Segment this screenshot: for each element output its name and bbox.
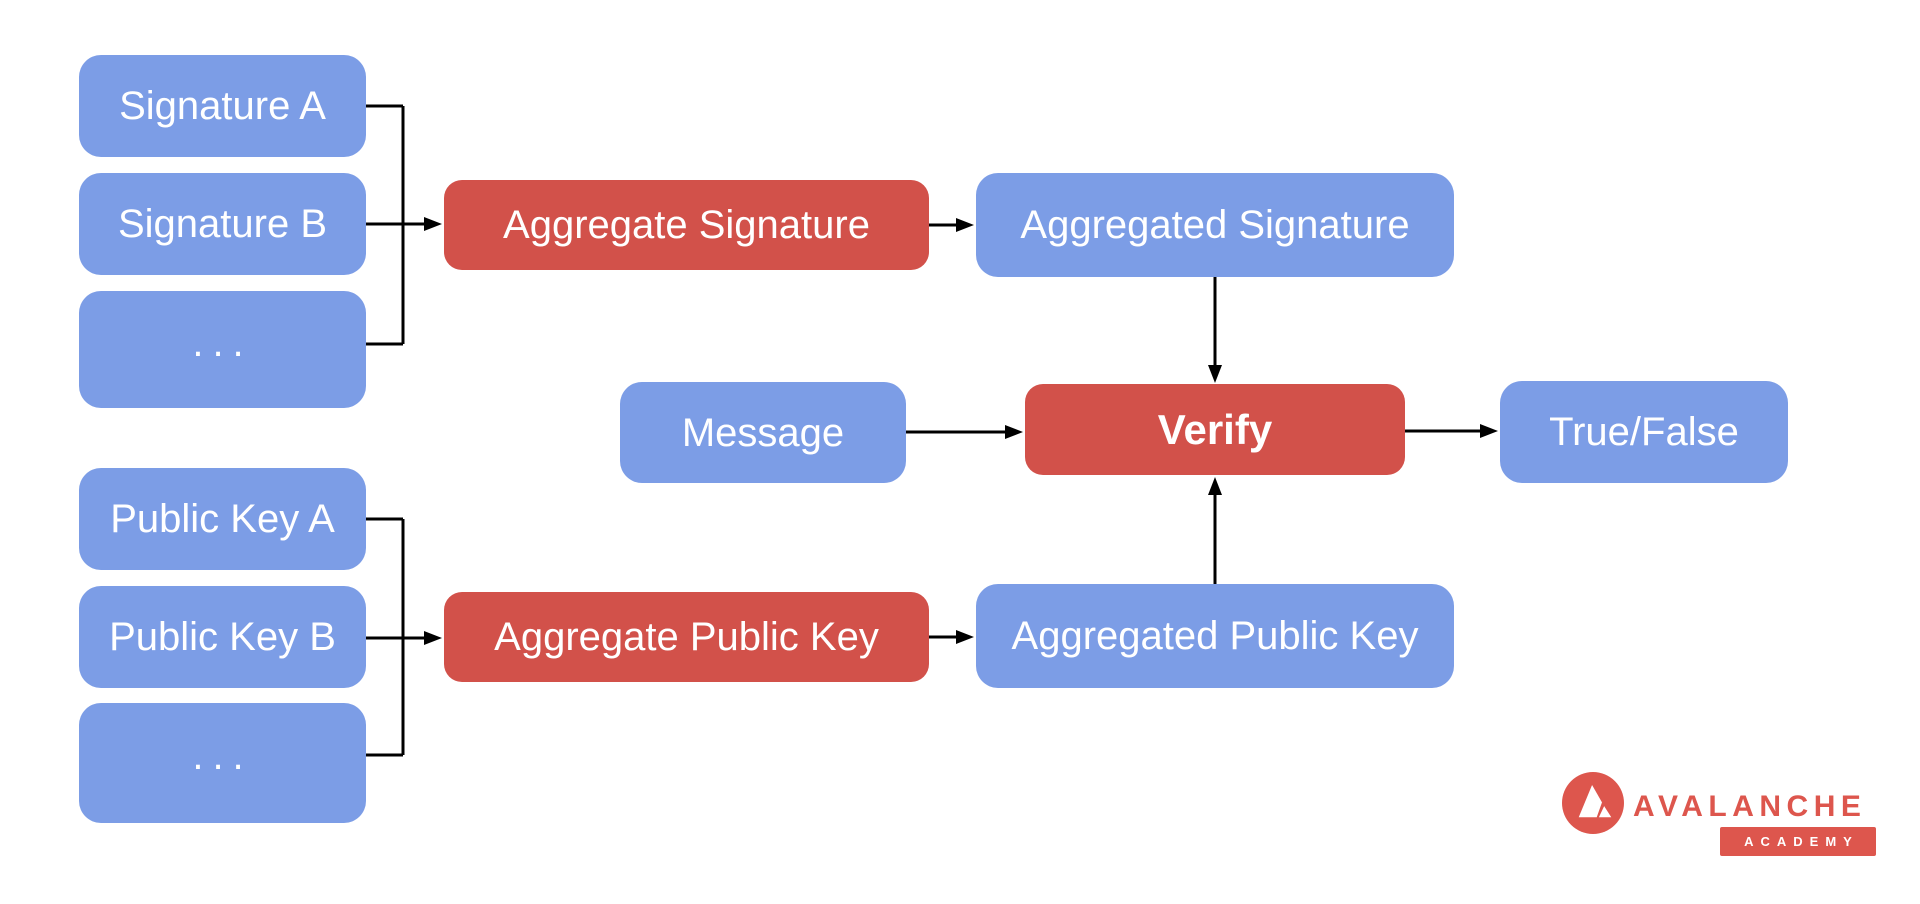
avalanche-academy-logo: AVALANCHE ACADEMY: [1562, 772, 1880, 858]
node-aggregated-public-key: Aggregated Public Key: [976, 584, 1454, 688]
node-signature-ellipsis: ...: [79, 291, 366, 408]
node-public-key-b: Public Key B: [79, 586, 366, 688]
node-public-key-ellipsis: ...: [79, 703, 366, 823]
node-signature-a: Signature A: [79, 55, 366, 157]
node-aggregate-public-key: Aggregate Public Key: [444, 592, 929, 682]
node-true-false: True/False: [1500, 381, 1788, 483]
node-public-key-a: Public Key A: [79, 468, 366, 570]
node-aggregated-signature: Aggregated Signature: [976, 173, 1454, 277]
avalanche-wordmark: AVALANCHE: [1633, 790, 1867, 823]
node-verify: Verify: [1025, 384, 1405, 475]
node-message: Message: [620, 382, 906, 483]
avalanche-icon: [1562, 772, 1624, 834]
node-aggregate-signature: Aggregate Signature: [444, 180, 929, 270]
academy-badge: ACADEMY: [1720, 827, 1876, 856]
node-signature-b: Signature B: [79, 173, 366, 275]
